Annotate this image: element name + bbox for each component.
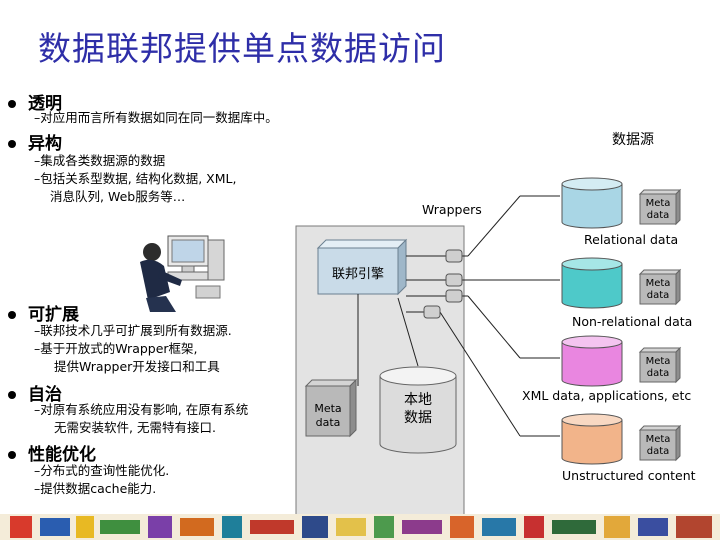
bullet-dot — [8, 391, 16, 399]
bullet-extensible-line-3: 提供Wrapper开发接口和工具 — [54, 359, 220, 374]
connector-lines — [357, 195, 560, 437]
source-relational-label: Relational data — [584, 232, 678, 247]
source-xml-meta-2: data — [647, 368, 670, 379]
source-non-relational — [561, 257, 682, 309]
local-data-line-2: 数据 — [404, 410, 432, 426]
local-data-cylinder — [379, 366, 457, 454]
page-title: 数据联邦提供单点数据访问 — [38, 29, 446, 68]
source-unstructured — [561, 413, 682, 465]
wrappers-label: Wrappers — [422, 202, 482, 217]
engine-meta-box — [304, 378, 358, 438]
bullet-heterogeneous-line-3: 消息队列, Web服务等… — [50, 189, 186, 204]
source-unstructured-meta-2: data — [647, 446, 670, 457]
source-unstructured-meta-1: Meta — [646, 434, 671, 445]
bullet-autonomous-line-2: 无需安装软件, 无需特有接口. — [54, 420, 216, 435]
bullet-performance-label: 性能优化 — [28, 445, 96, 465]
bullet-performance-line-1: –分布式的查询性能优化. — [34, 463, 170, 478]
bullet-extensible-line-2: –基于开放式的Wrapper框架, — [34, 341, 198, 356]
bullet-heterogeneous-label: 异构 — [28, 134, 62, 154]
bullet-heterogeneous-line-2: –包括关系型数据, 结构化数据, XML, — [34, 171, 237, 186]
user-computer-icon — [140, 235, 225, 312]
bullet-extensible: 可扩展 — [8, 300, 79, 325]
bullet-autonomous: 自治 — [8, 380, 62, 405]
bullet-autonomous-line-1: –对原有系统应用没有影响, 在原有系统 — [34, 402, 249, 417]
bullet-extensible-line-1: –联邦技术几乎可扩展到所有数据源. — [34, 323, 232, 338]
bullet-transparent-label: 透明 — [28, 94, 62, 114]
source-non-relational-label: Non-relational data — [572, 314, 692, 329]
local-data-line-1: 本地 — [404, 392, 432, 408]
bullet-extensible-label: 可扩展 — [28, 305, 79, 325]
bullet-transparent: 透明 — [8, 89, 62, 114]
source-relational-meta-2: data — [647, 210, 670, 221]
bullet-heterogeneous-line-1: –集成各类数据源的数据 — [34, 153, 166, 168]
source-relational — [561, 177, 682, 229]
source-xml — [561, 335, 682, 387]
bullet-transparent-line-1: –对应用而言所有数据如同在同一数据库中。 — [34, 110, 278, 125]
bullet-dot — [8, 100, 16, 108]
source-non-relational-meta-1: Meta — [646, 278, 671, 289]
source-relational-meta-1: Meta — [646, 198, 671, 209]
bullet-dot — [8, 140, 16, 148]
engine-meta-line-1: Meta — [314, 402, 341, 415]
data-sources-label: 数据源 — [612, 132, 654, 148]
bullet-dot — [8, 451, 16, 459]
wrapper-plugs — [423, 249, 463, 319]
bullet-dot — [8, 311, 16, 319]
source-unstructured-label: Unstructured content — [562, 468, 696, 483]
footer-decoration — [0, 514, 720, 540]
federation-engine-box — [316, 238, 408, 296]
source-non-relational-meta-2: data — [647, 290, 670, 301]
bullet-autonomous-label: 自治 — [28, 385, 62, 405]
bullet-performance: 性能优化 — [8, 440, 96, 465]
source-xml-meta-1: Meta — [646, 356, 671, 367]
engine-label: 联邦引擎 — [332, 267, 384, 282]
source-xml-label: XML data, applications, etc — [522, 388, 691, 403]
bullet-performance-line-2: –提供数据cache能力. — [34, 481, 157, 496]
engine-meta-line-2: data — [316, 416, 341, 429]
bullet-heterogeneous: 异构 — [8, 129, 62, 154]
